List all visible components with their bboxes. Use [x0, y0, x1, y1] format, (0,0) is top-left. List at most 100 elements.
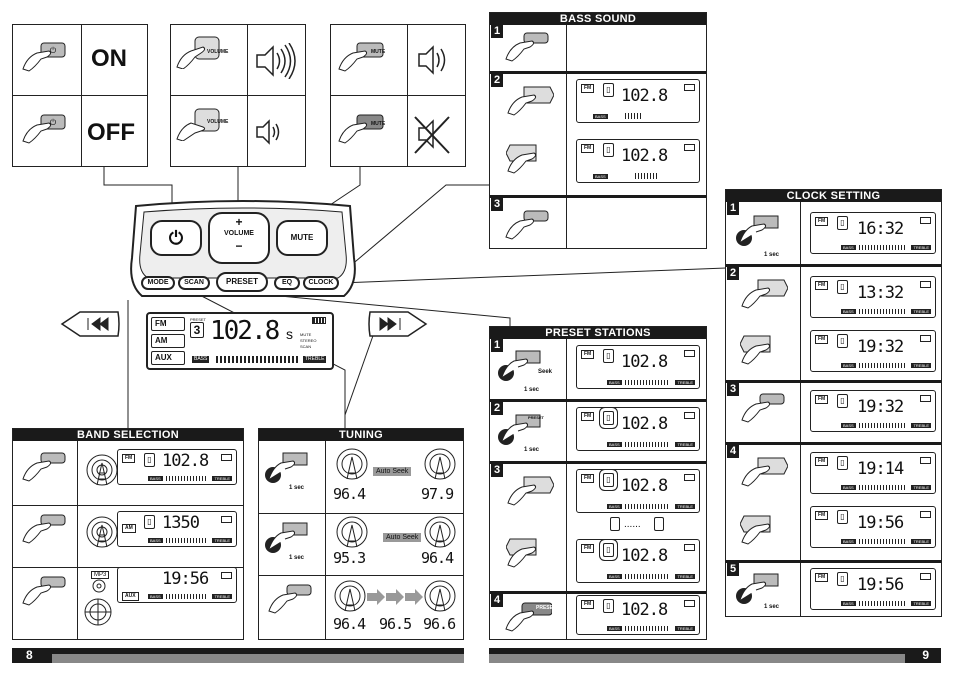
lcd-clock-4a: FM ▯ 19:14 BASS TREBLE	[810, 452, 936, 494]
lcd-band-fm: FM	[151, 317, 185, 331]
battery-icon	[221, 572, 232, 579]
battery-icon	[920, 395, 931, 402]
step-number: 3	[491, 464, 503, 477]
preset-button-label: PRESET	[536, 605, 557, 611]
finger-next-icon	[741, 457, 788, 487]
battery-icon	[920, 511, 931, 518]
lcd-treble: TREBLE	[911, 245, 931, 250]
scan-button[interactable]: SCAN	[178, 276, 210, 290]
lcd-time-flashing: 19:14	[857, 459, 904, 479]
lcd-bass: BASS	[148, 594, 163, 599]
finger-press-icon	[505, 602, 552, 632]
lcd-bass: BASS	[607, 380, 622, 385]
lcd-eq-bar	[166, 476, 206, 481]
lcd-preset-label: PRESET	[190, 317, 207, 322]
preset-icon: ▯	[603, 599, 614, 613]
lcd-time: 19:56	[162, 569, 209, 589]
radio-tower-icon	[334, 580, 366, 612]
device-lcd: FM AM AUX PRESET 3 102.8 s MUTE STEREO S…	[146, 312, 334, 370]
lcd-band: FM	[815, 573, 829, 582]
lcd-battery-icon	[312, 317, 326, 324]
battery-icon	[684, 474, 695, 481]
lcd-band: FM	[581, 600, 595, 609]
tuning-title: TUNING	[259, 429, 463, 441]
lcd-bass: BASS	[607, 504, 622, 509]
hold-duration: 1 sec	[524, 387, 540, 393]
freq-from: 95.3	[333, 549, 366, 567]
finger-press-icon	[268, 584, 312, 614]
radio-tower-icon	[86, 516, 118, 548]
lcd-band: FM	[815, 335, 829, 344]
finger-press-icon	[22, 514, 66, 544]
eq-button[interactable]: EQ	[274, 276, 300, 290]
finger-hold-icon	[736, 215, 779, 246]
finger-hold-icon	[498, 414, 541, 445]
battery-icon	[684, 350, 695, 357]
lcd-preset-number: 3	[190, 322, 204, 338]
hold-duration: 1 sec	[289, 555, 305, 561]
preset-icon: ▯	[603, 143, 614, 157]
lcd-frequency: 102.8	[621, 352, 668, 372]
lcd-band: FM	[815, 395, 829, 404]
lcd-treble: TREBLE	[303, 356, 327, 363]
lcd-s-mark: s	[286, 326, 293, 342]
preset-icon: ▯	[603, 349, 614, 363]
battery-icon	[684, 600, 695, 607]
clock-button[interactable]: CLOCK	[303, 276, 339, 290]
lcd-bass: BASS	[607, 574, 622, 579]
lcd-treble: TREBLE	[675, 504, 695, 509]
finger-prev-icon	[740, 335, 771, 365]
bass-sound-section: BASS SOUND 1 2 FM ▯ 102.8 BASS FM ▯ 102.…	[489, 12, 707, 249]
lcd-band: FM	[815, 281, 829, 290]
band-selection-title: BAND SELECTION	[13, 429, 243, 441]
lcd-eq-bar	[859, 245, 905, 250]
lcd-eq-bar	[859, 601, 905, 606]
next-button[interactable]	[366, 310, 428, 338]
speaker-loud-icon	[256, 43, 296, 79]
lcd-eq-bar	[625, 380, 669, 385]
finger-press-icon	[338, 114, 384, 144]
volume-label: VOLUME	[207, 49, 229, 55]
lcd-bass: BASS	[607, 442, 622, 447]
battery-icon	[920, 335, 931, 342]
speaker-soft-icon	[256, 119, 280, 145]
lcd-scan: SCAN	[300, 344, 312, 349]
lcd-clock-2b: FM ▯ 19:32 BASS TREBLE	[810, 330, 936, 372]
preset-icon: ▯	[144, 453, 155, 467]
preset-button[interactable]: PRESET	[216, 272, 268, 292]
on-label: ON	[91, 45, 127, 72]
footer-bar	[489, 654, 905, 663]
power-panel: ⏻ ON ⏻ OFF	[12, 24, 148, 167]
mute-panel: MUTE MUTE	[330, 24, 466, 167]
auto-seek-arrow: Auto Seek	[383, 533, 422, 542]
preset-icon: ▯	[144, 515, 155, 529]
preset-icon: ▯	[837, 216, 848, 230]
mute-button[interactable]: MUTE	[276, 220, 328, 256]
power-button[interactable]: ⏻	[150, 220, 202, 256]
lcd-bass: BASS	[148, 538, 163, 543]
lcd-treble: TREBLE	[911, 601, 931, 606]
lcd-band-aux: AUX	[151, 351, 185, 365]
power-icon: ⏻	[168, 228, 184, 248]
mute-label: MUTE	[371, 49, 386, 55]
prev-button[interactable]	[60, 310, 122, 338]
volume-button[interactable]: + VOLUME −	[208, 212, 270, 264]
lcd-eq-bar	[166, 538, 206, 543]
battery-icon	[221, 454, 232, 461]
lcd-frequency: 102.8	[162, 451, 209, 471]
finger-hold-icon	[736, 573, 779, 604]
volume-panel: VOLUME VOLUME	[170, 24, 306, 167]
lcd-eq-bar	[859, 363, 905, 368]
lcd-fm: FM ▯ 102.8 BASS TREBLE	[117, 449, 237, 485]
speaker-on-icon	[418, 45, 446, 75]
preset-icon-flashing: ▯	[603, 473, 614, 487]
lcd-bass: BASS	[593, 114, 608, 119]
lcd-bass: BASS	[841, 601, 856, 606]
finger-press-icon	[505, 210, 549, 240]
freq-to: 97.9	[421, 485, 454, 503]
lcd-time-flashing: 19:32	[857, 337, 904, 357]
lcd-band: FM	[581, 144, 595, 153]
mode-button[interactable]: MODE	[141, 276, 175, 290]
lcd-eq-bar	[859, 485, 905, 490]
off-label: OFF	[87, 119, 135, 146]
